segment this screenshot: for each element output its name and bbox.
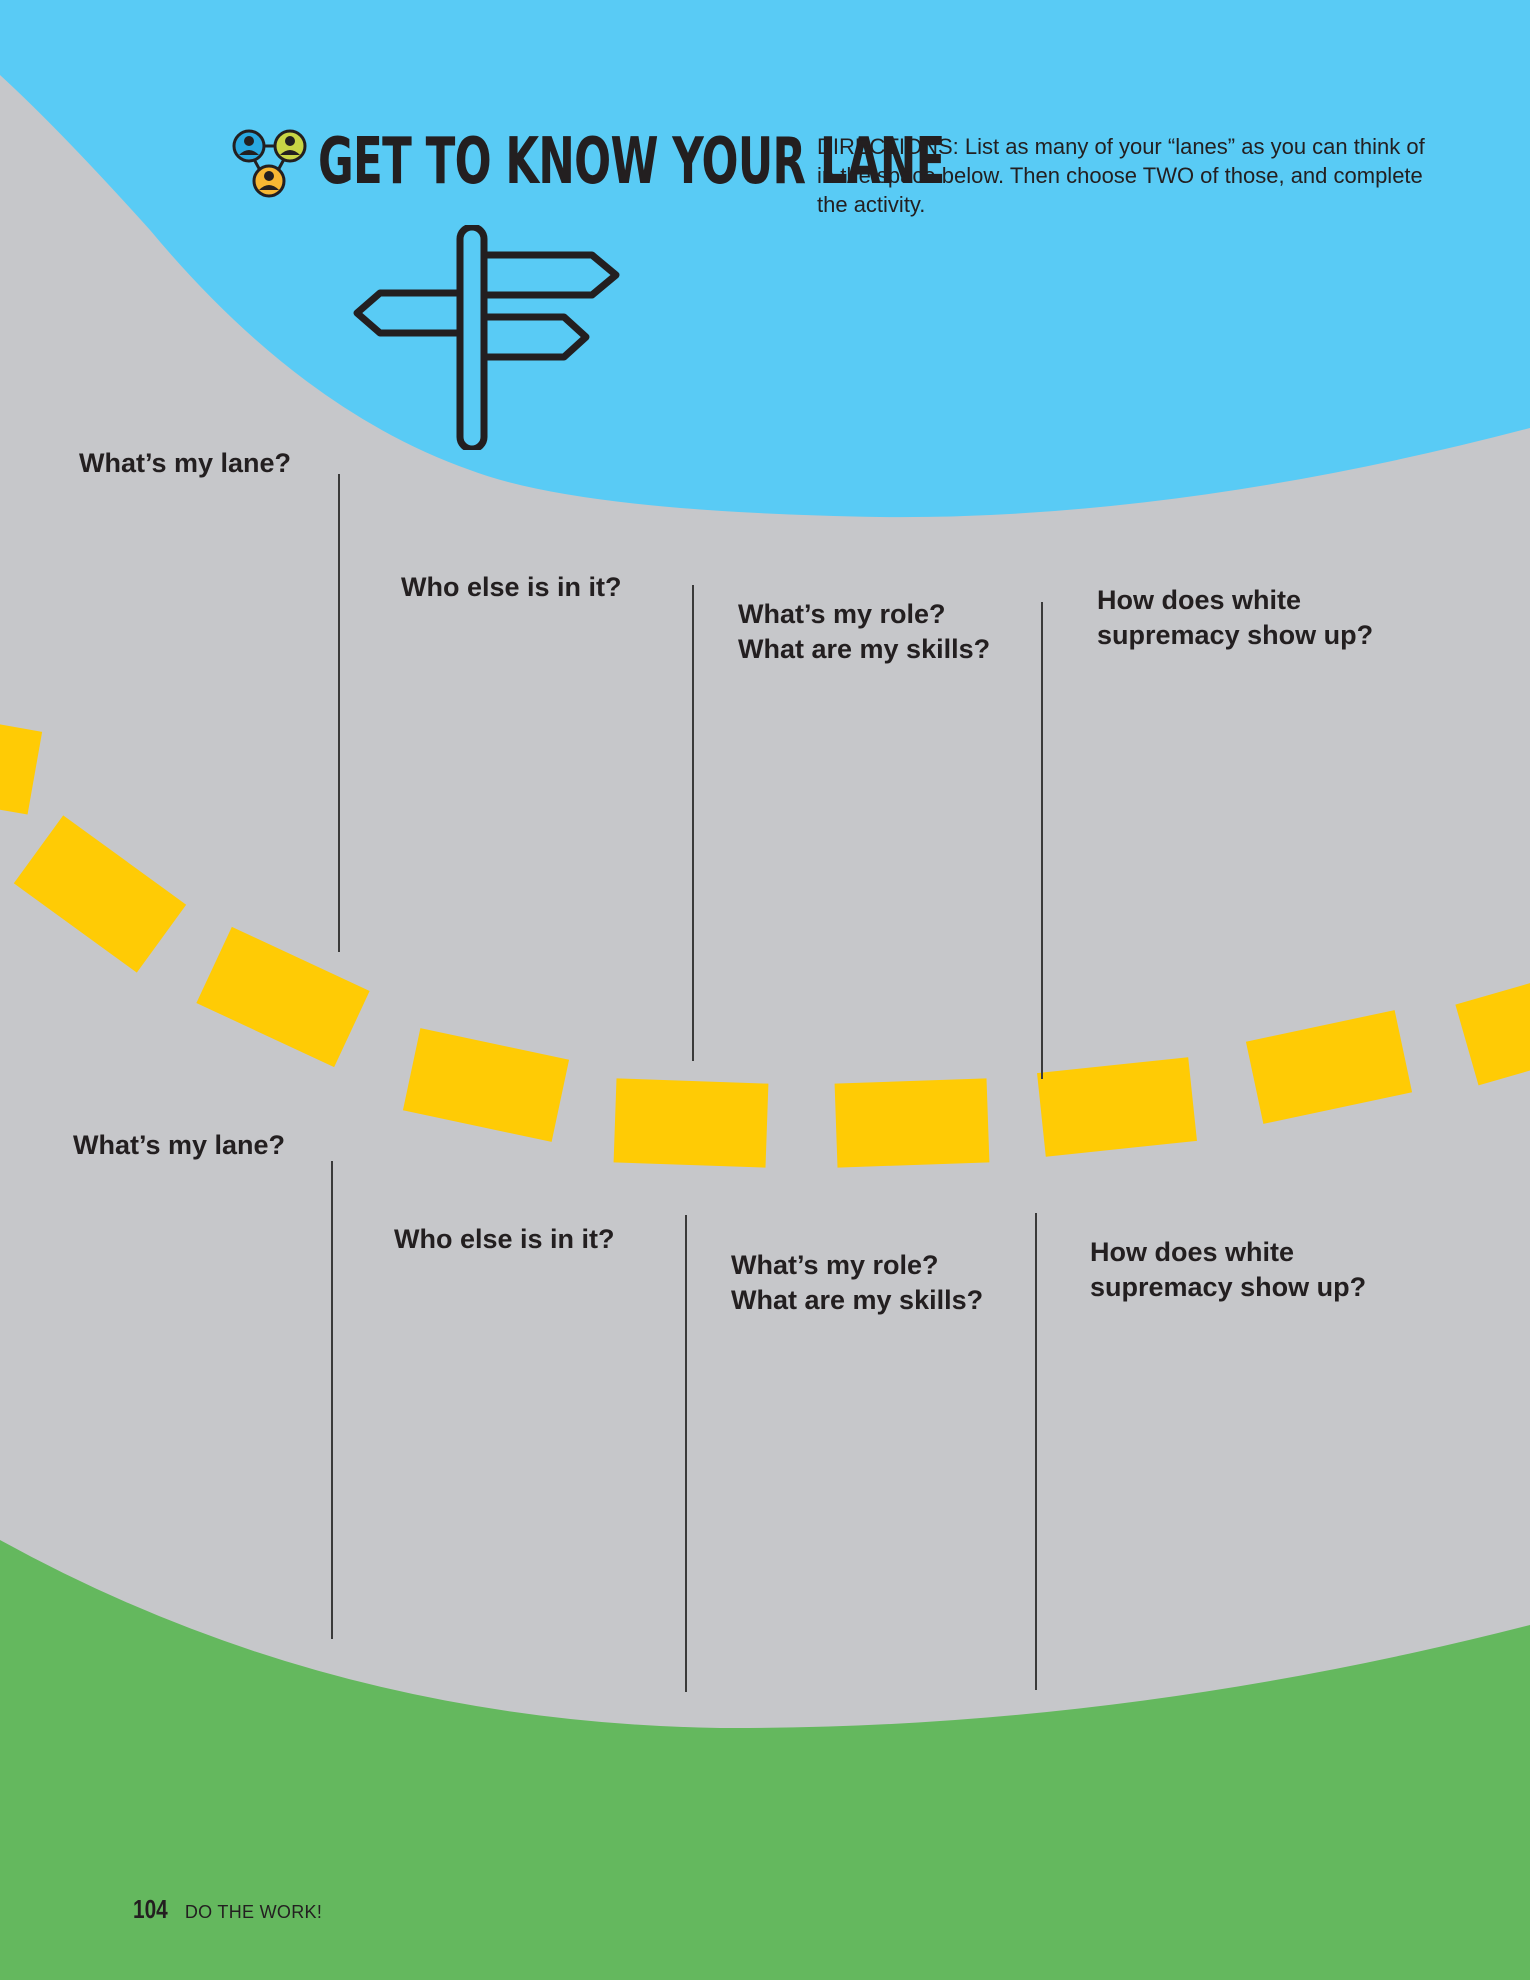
lane-dash	[834, 1078, 990, 1168]
section2-divider-1	[331, 1161, 333, 1639]
lane-dash	[402, 1028, 570, 1142]
section2-divider-3	[1035, 1213, 1037, 1690]
section2-divider-2	[685, 1215, 687, 1692]
section1-lane-label: What’s my lane?	[79, 448, 292, 478]
section2-role-label: What’s my role? What are my skills?	[731, 1250, 984, 1315]
people-network-icon	[232, 129, 307, 198]
section1-divider-1	[338, 474, 340, 952]
signpost-icon	[353, 225, 620, 450]
lane-dash	[13, 815, 187, 973]
lane-dash	[0, 705, 43, 815]
page-title: GET TO KNOW YOUR LANE	[318, 125, 945, 199]
lane-dash	[1037, 1057, 1197, 1157]
directions-text: DIRECTIONS: List as many of your “lanes”…	[817, 134, 1425, 217]
lane-dash	[613, 1078, 769, 1168]
lane-dash	[1455, 962, 1530, 1086]
section1-role-label: What’s my role? What are my skills?	[738, 599, 991, 664]
section2-who-else-label: Who else is in it?	[394, 1224, 615, 1254]
center-line-dashes	[0, 705, 1530, 1168]
section2-lane-label: What’s my lane?	[73, 1130, 286, 1160]
page-footer: 104 DO THE WORK!	[133, 1894, 322, 1925]
section1-divider-2	[692, 585, 694, 1061]
page-number: 104	[133, 1894, 168, 1924]
section2-white-supremacy-label: How does white supremacy show up?	[1090, 1237, 1367, 1302]
section1-who-else-label: Who else is in it?	[401, 572, 622, 602]
section1-white-supremacy-label: How does white supremacy show up?	[1097, 585, 1374, 650]
section1-divider-3	[1041, 602, 1043, 1079]
sky-area	[0, 0, 1530, 518]
lane-dash	[1245, 1010, 1413, 1124]
book-title: DO THE WORK!	[184, 1902, 323, 1922]
lane-dash	[196, 926, 370, 1068]
